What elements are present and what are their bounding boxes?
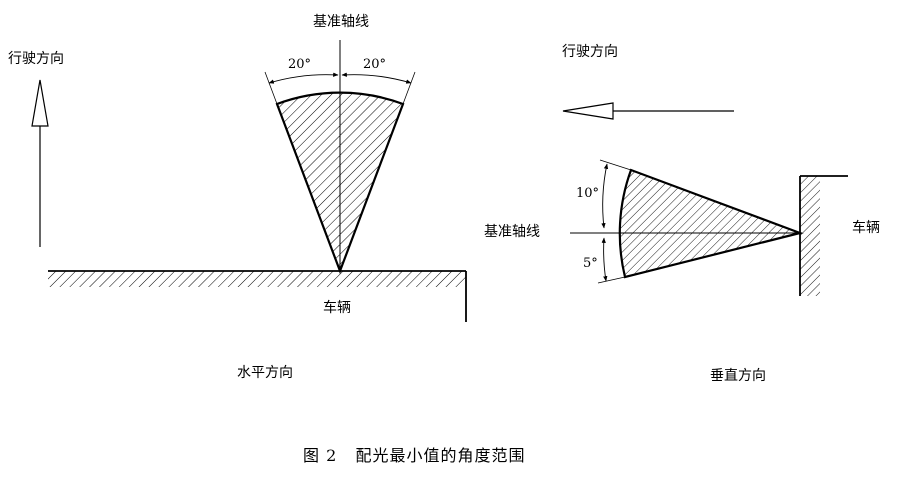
travel-direction-arrow-horizontal <box>31 79 49 247</box>
vehicle-label-horizontal: 车辆 <box>323 299 351 316</box>
vehicle-surface-horizontal <box>48 270 467 322</box>
vehicle-label-vertical: 车辆 <box>852 219 880 236</box>
travel-direction-arrow-vertical <box>562 102 734 120</box>
travel-direction-label-vertical: 行驶方向 <box>562 44 618 60</box>
left-angle-dimension <box>268 72 339 84</box>
upper-angle-label: 10° <box>576 186 599 201</box>
right-angle-label: 20° <box>363 57 386 72</box>
upper-angle-dimension <box>601 163 609 229</box>
vertical-view-label: 垂直方向 <box>710 367 766 384</box>
right-angle-dimension <box>341 72 412 84</box>
reference-axis-label-horizontal: 基准轴线 <box>313 13 369 30</box>
vertical-view: 行驶方向 车辆 基准轴线 10° 5° 垂直方向 <box>484 44 880 384</box>
travel-direction-label-horizontal: 行驶方向 <box>8 51 64 67</box>
lower-angle-dimension <box>601 237 608 282</box>
figure-caption: 图 2 配光最小值的角度范围 <box>303 446 526 465</box>
lower-angle-label: 5° <box>583 256 598 271</box>
left-angle-label: 20° <box>288 57 311 72</box>
horizontal-view-label: 水平方向 <box>237 365 293 381</box>
reference-axis-label-vertical: 基准轴线 <box>484 223 540 240</box>
beam-sector-vertical <box>618 168 804 279</box>
horizontal-view: 行驶方向 车辆 基准轴线 20° 20° 水平方向 <box>8 13 467 381</box>
vehicle-wall-vertical <box>799 175 848 296</box>
